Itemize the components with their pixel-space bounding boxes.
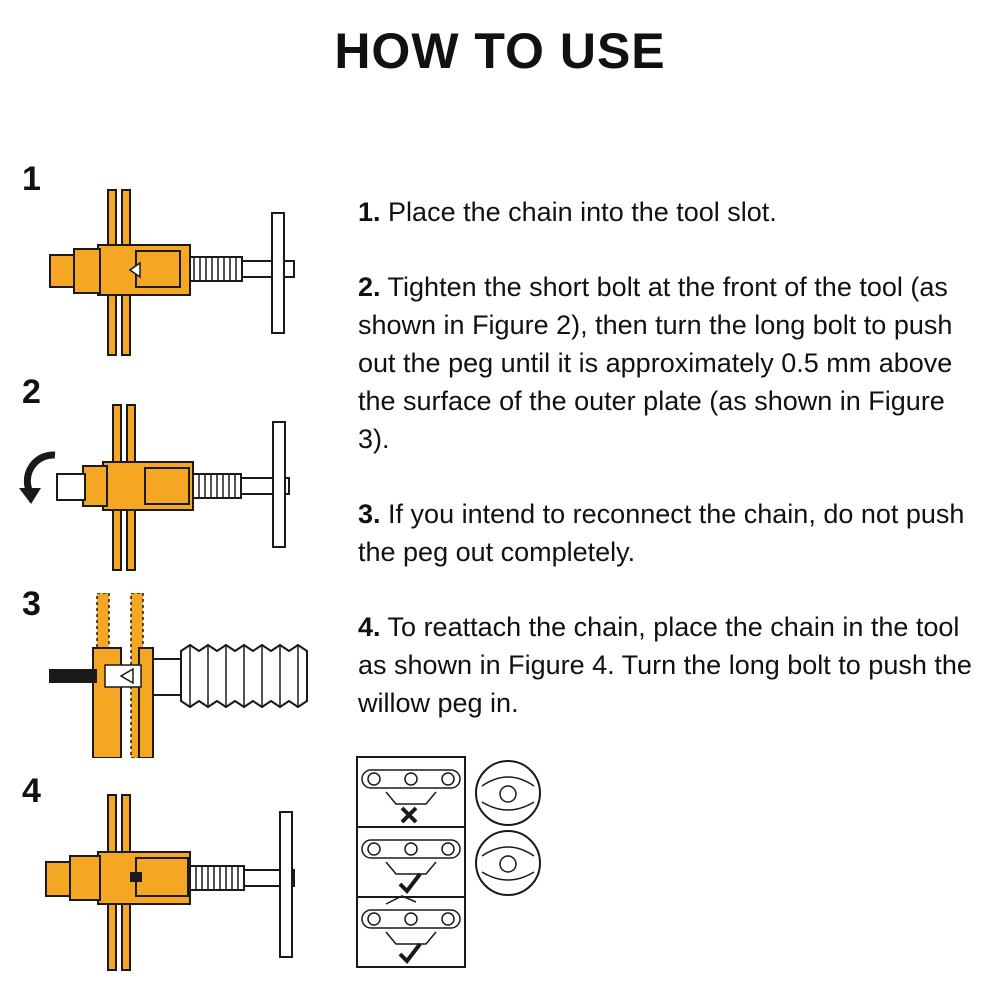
figure-number-3: 3 xyxy=(22,585,41,623)
step-2: 2. Tighten the short bolt at the front o… xyxy=(358,268,978,458)
step-text: Tighten the short bolt at the front of t… xyxy=(358,272,953,454)
check-mark-icon xyxy=(398,942,422,965)
figure-4-tool-illustration xyxy=(45,794,295,971)
step-3: 3. If you intend to reconnect the chain,… xyxy=(358,495,978,571)
figure-1-tool-illustration xyxy=(49,189,295,356)
figure-number-4: 4 xyxy=(22,772,41,810)
step-number: 1. xyxy=(358,197,381,227)
chain-detail-diagram xyxy=(356,756,541,968)
rotate-arrow-icon xyxy=(19,451,56,504)
figure-3-tool-illustration xyxy=(49,593,308,758)
step-number: 2. xyxy=(358,272,381,302)
step-text: To reattach the chain, place the chain i… xyxy=(358,612,972,718)
figure-number-1: 1 xyxy=(22,160,41,198)
step-number: 4. xyxy=(358,612,381,642)
step-1: 1. Place the chain into the tool slot. xyxy=(358,193,978,231)
page-title: HOW TO USE xyxy=(334,23,666,79)
step-number: 3. xyxy=(358,499,381,529)
cross-mark-icon xyxy=(400,806,418,824)
instructions-list: 1. Place the chain into the tool slot. 2… xyxy=(358,193,978,759)
step-text: If you intend to reconnect the chain, do… xyxy=(358,499,965,567)
figure-number-2: 2 xyxy=(22,373,41,411)
step-text: Place the chain into the tool slot. xyxy=(388,197,777,227)
step-4: 4. To reattach the chain, place the chai… xyxy=(358,608,978,722)
check-mark-icon xyxy=(398,872,422,895)
figure-2-tool-illustration xyxy=(19,404,290,571)
